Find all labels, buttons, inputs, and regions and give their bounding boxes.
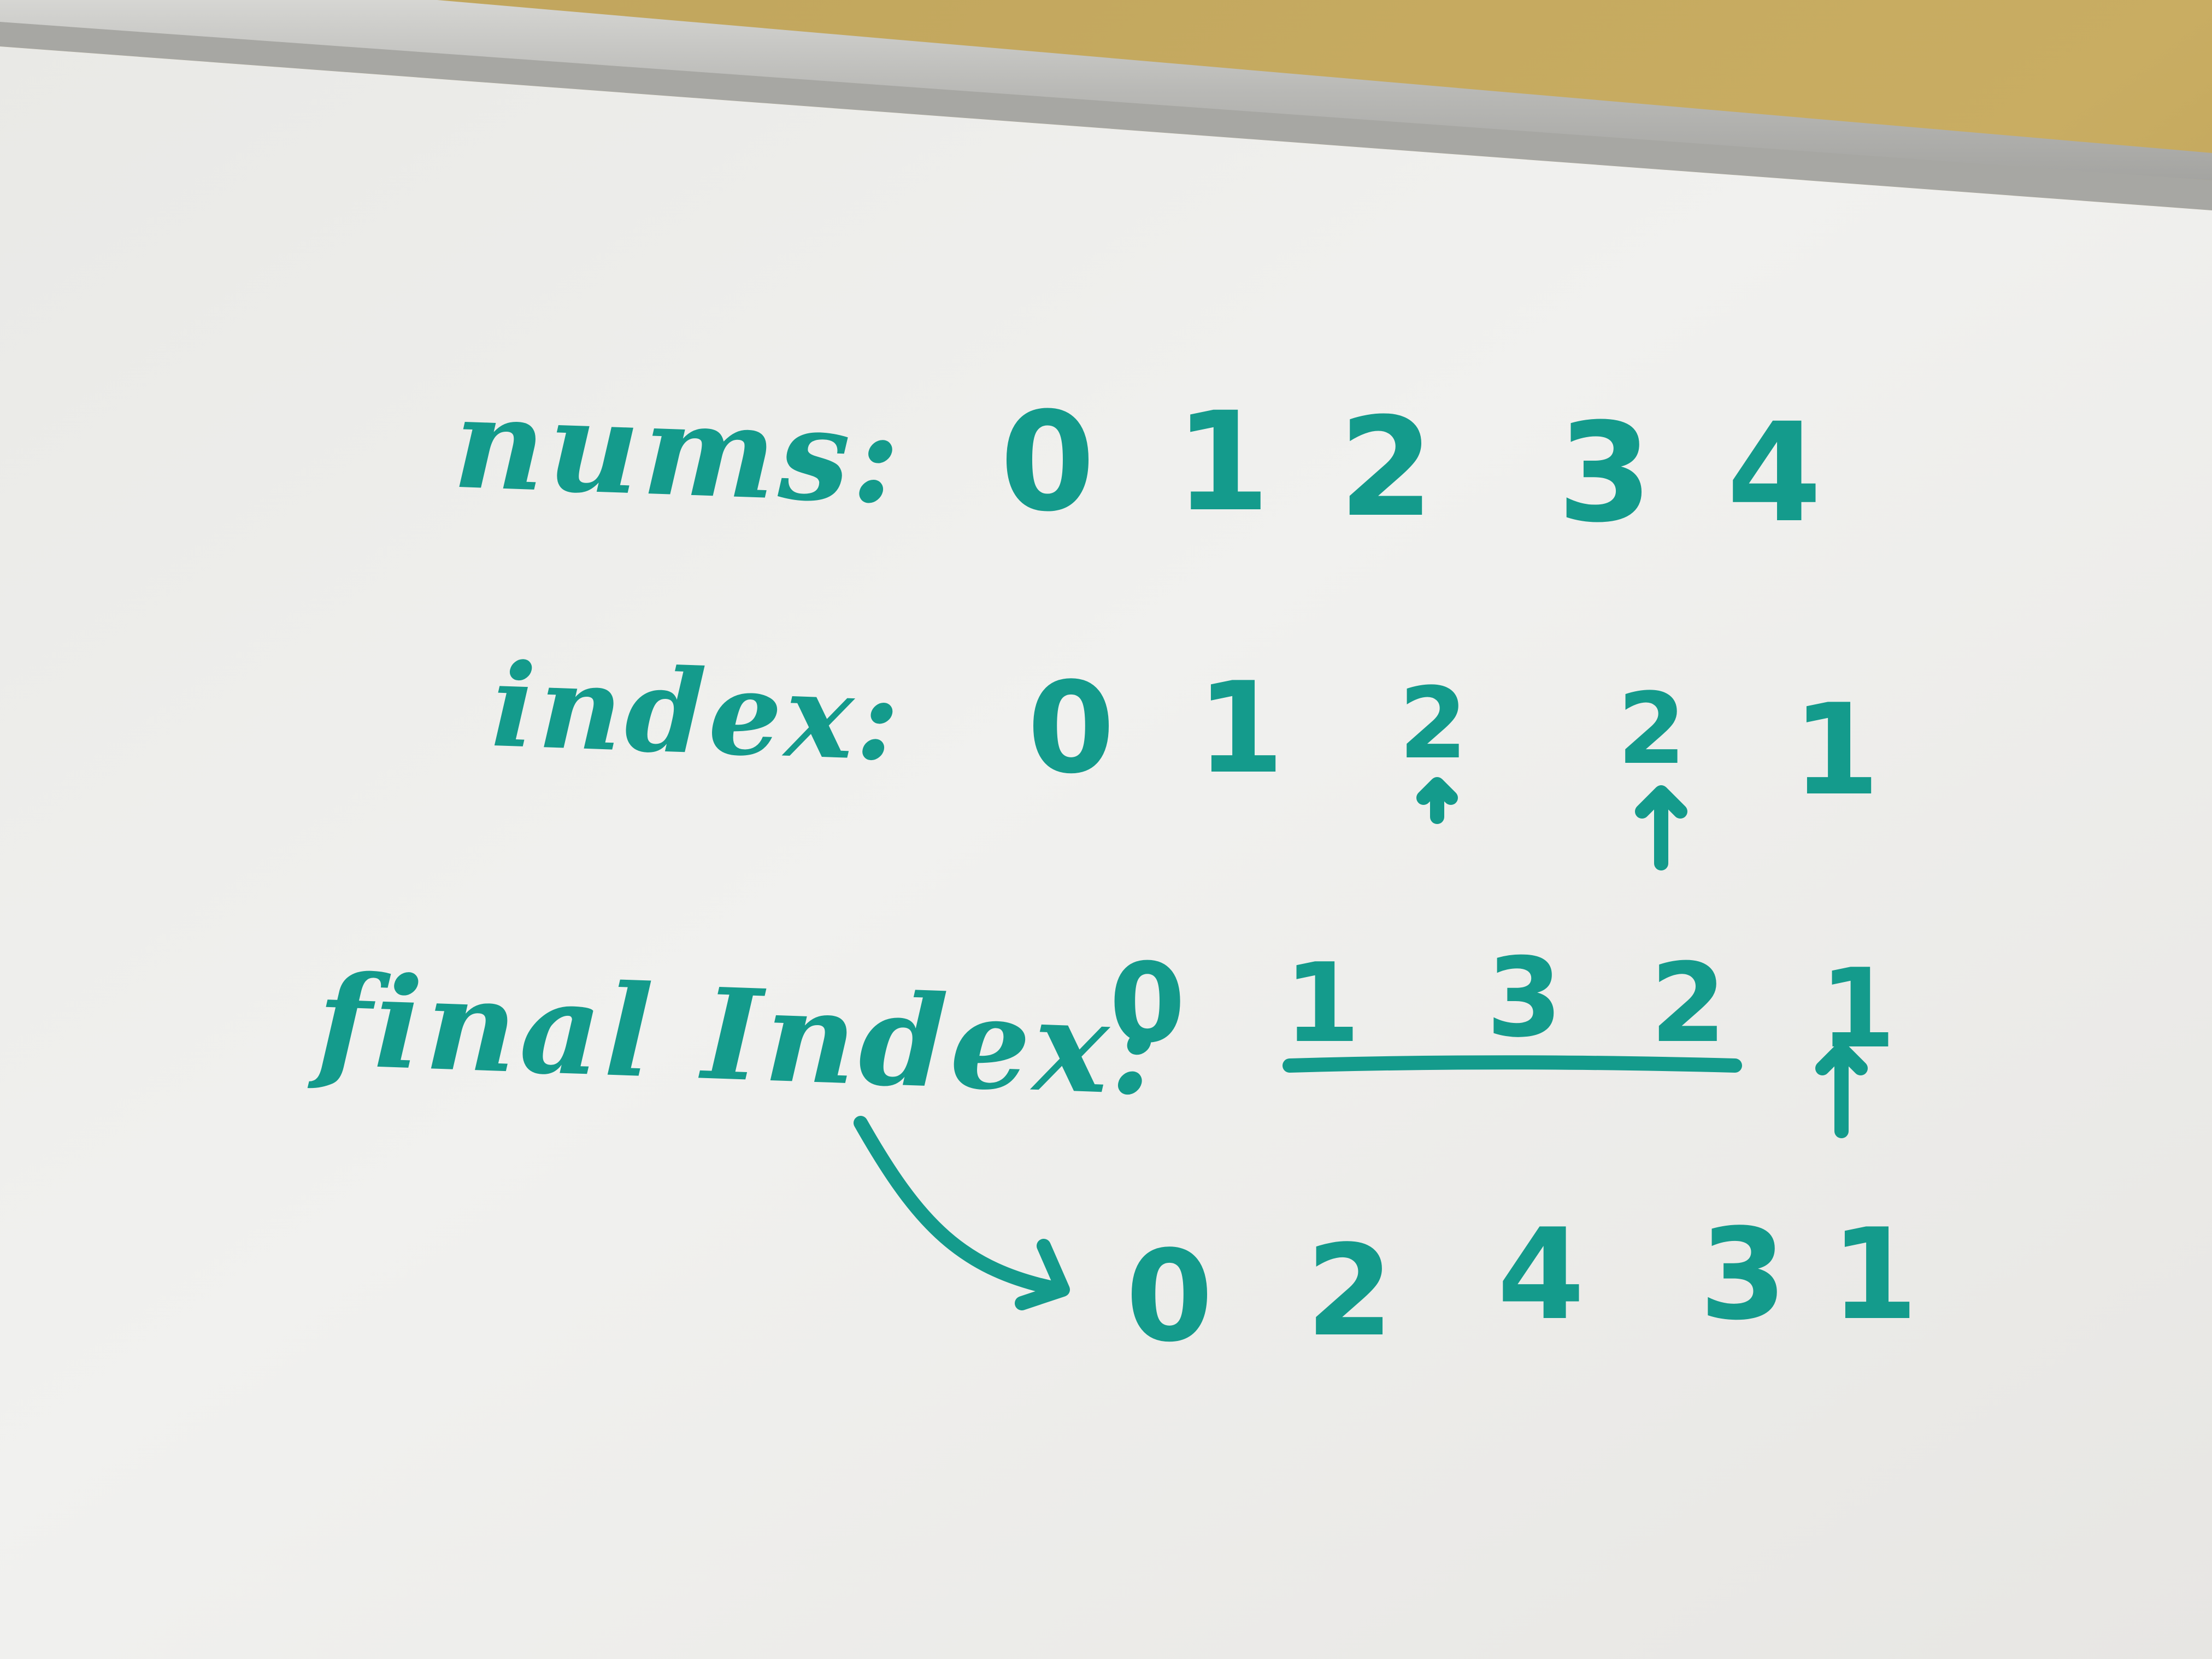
nums-value: 0 <box>1000 383 1095 542</box>
final-index-value: 2 <box>1650 940 1727 1067</box>
board-surface <box>0 46 2212 1659</box>
curved-arrow-icon <box>854 1116 1067 1297</box>
arrow-up-icon <box>1815 1042 1868 1138</box>
label-index: index: <box>489 637 905 787</box>
result-value: 0 <box>1126 1224 1214 1370</box>
index-value: 2 <box>1617 672 1686 786</box>
board-frame <box>0 0 2212 180</box>
label-final-index: final Index: <box>314 947 1164 1124</box>
result-value: 2 <box>1306 1219 1394 1364</box>
index-value: 1 <box>1792 678 1880 823</box>
final-index-value: 3 <box>1486 934 1563 1062</box>
result-value: 3 <box>1699 1202 1787 1348</box>
nums-value: 2 <box>1339 388 1434 547</box>
final-index-value: 0 <box>1109 940 1186 1067</box>
underline-stroke <box>1283 1055 1742 1073</box>
result-value: 4 <box>1497 1202 1585 1348</box>
nums-value: 4 <box>1727 393 1822 552</box>
index-value: 2 <box>1399 667 1468 781</box>
index-value: 0 <box>1027 656 1115 802</box>
final-index-value: 1 <box>1820 945 1896 1073</box>
nums-value: 3 <box>1557 393 1652 552</box>
final-index-value: 1 <box>1284 940 1361 1067</box>
index-value: 1 <box>1197 656 1285 802</box>
arrow-up-icon <box>1635 785 1687 870</box>
arrow-up-icon <box>1416 777 1458 824</box>
nums-value: 1 <box>1175 383 1270 542</box>
label-nums: nums: <box>451 369 905 533</box>
marker-strokes <box>854 777 1868 1310</box>
result-value: 1 <box>1831 1202 1919 1348</box>
